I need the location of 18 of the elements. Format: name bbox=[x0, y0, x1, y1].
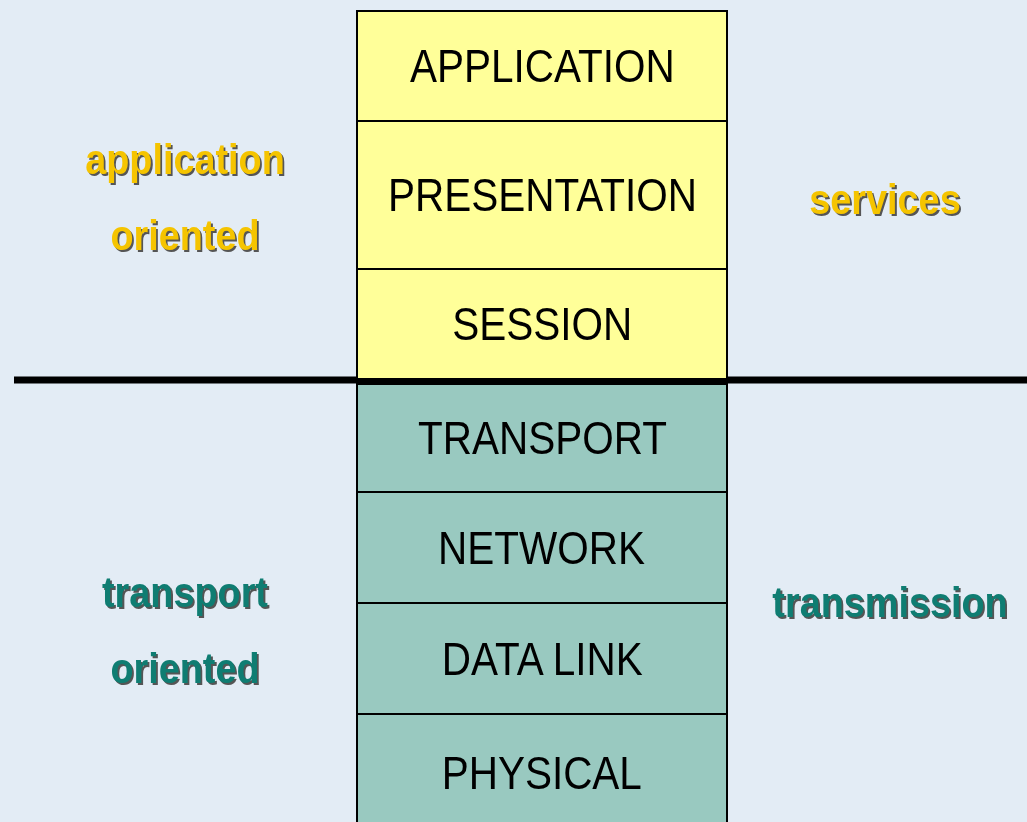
layer-name: PHYSICAL bbox=[441, 746, 643, 800]
layer-name: DATA LINK bbox=[441, 631, 643, 686]
side-label: services bbox=[808, 175, 962, 225]
layer-name: APPLICATION bbox=[409, 39, 675, 93]
side-label: transmission bbox=[771, 578, 1009, 628]
layer-box bbox=[356, 602, 728, 715]
layer-name: NETWORK bbox=[438, 520, 646, 575]
layer-box bbox=[356, 10, 728, 122]
layer-box bbox=[356, 491, 728, 604]
side-label: application oriented bbox=[84, 135, 286, 261]
layer-name: SESSION bbox=[452, 297, 632, 351]
layer-box bbox=[356, 120, 728, 270]
layer-name: TRANSPORT bbox=[417, 411, 667, 465]
layer-box bbox=[356, 713, 728, 822]
layer-box bbox=[356, 268, 728, 380]
layer-name: PRESENTATION bbox=[387, 168, 697, 222]
layer-box bbox=[356, 383, 728, 493]
side-label: transport oriented bbox=[101, 568, 269, 694]
